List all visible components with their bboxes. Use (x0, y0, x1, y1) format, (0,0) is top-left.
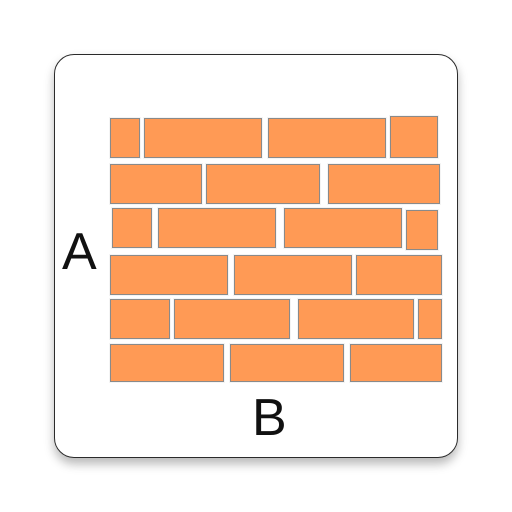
brick (417, 298, 443, 340)
brick (143, 117, 263, 159)
brick (157, 207, 277, 249)
brick (229, 343, 345, 383)
brick (173, 298, 291, 340)
label-a: A (62, 223, 97, 281)
brick (109, 163, 203, 205)
brick (109, 254, 229, 296)
brick (233, 254, 353, 296)
brick (111, 207, 153, 249)
brick (327, 163, 441, 205)
brick (355, 254, 443, 296)
brick (109, 298, 171, 340)
brick (389, 115, 439, 159)
brick (109, 117, 141, 159)
brick (109, 343, 225, 383)
brick (349, 343, 443, 383)
label-b: B (252, 389, 287, 447)
brick (405, 209, 439, 251)
brick (205, 163, 321, 205)
brick (267, 117, 387, 159)
brick (297, 298, 415, 340)
brick (283, 207, 403, 249)
